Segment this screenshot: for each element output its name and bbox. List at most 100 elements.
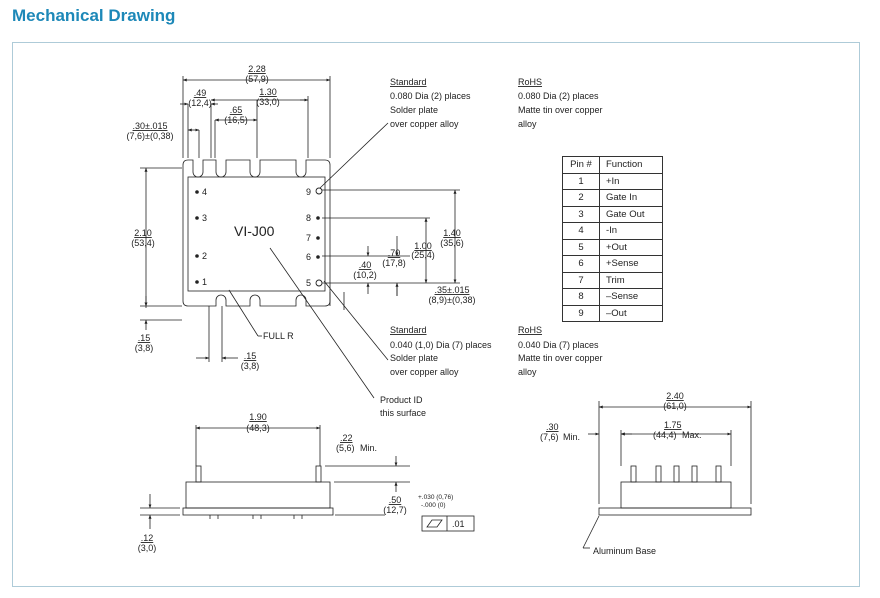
pin-label-3: 3 bbox=[202, 213, 207, 223]
drawing-frame bbox=[12, 42, 860, 587]
dim-end30-mm: (7,6) bbox=[540, 432, 559, 442]
pin-function: Gate Out bbox=[599, 205, 663, 223]
header-pin: Pin # bbox=[562, 156, 600, 174]
pin-number: 3 bbox=[562, 205, 600, 223]
pin-function: +Out bbox=[599, 238, 663, 256]
dim-30-mm: (7,6)±(0,38) bbox=[127, 131, 174, 141]
dim-175-mm: (44,4) bbox=[653, 430, 677, 440]
note-rohs-top-heading: RoHS bbox=[518, 77, 542, 87]
side-base bbox=[182, 507, 334, 516]
note-standard-bottom-line3: over copper alloy bbox=[390, 367, 459, 377]
table-row: 6+Sense bbox=[562, 255, 663, 273]
full-r-label: FULL R bbox=[263, 331, 294, 341]
dim-35-mm: (8,9)±(0,38) bbox=[429, 295, 476, 305]
pin-label-2: 2 bbox=[202, 251, 207, 261]
note-rohs-bottom-line3: alloy bbox=[518, 367, 537, 377]
module-label: VI-J00 bbox=[234, 223, 275, 239]
pin-dots bbox=[195, 190, 320, 284]
dim-240-mm: (61,0) bbox=[663, 401, 687, 411]
dim-22-mm: (5,6) bbox=[336, 443, 355, 453]
pin-label-5: 5 bbox=[306, 278, 311, 288]
pin-function: –Sense bbox=[599, 288, 663, 306]
dim-210-in: 2.10 bbox=[134, 228, 152, 238]
dim-65-in: .65 bbox=[230, 105, 243, 115]
pin-function: +Sense bbox=[599, 255, 663, 273]
dim-30-in: .30±.015 bbox=[133, 121, 168, 131]
dim-slot15-mm: (3,8) bbox=[241, 361, 260, 371]
note-rohs-top-line2: Matte tin over copper bbox=[518, 105, 603, 115]
side-body bbox=[185, 481, 331, 509]
note-standard-bottom-heading: Standard bbox=[390, 325, 427, 335]
dim-140-in: 1.40 bbox=[443, 228, 461, 238]
pin-function: Trim bbox=[599, 271, 663, 289]
dim-130-in: 1.30 bbox=[259, 87, 277, 97]
table-row: 5+Out bbox=[562, 238, 663, 256]
dim-overall-width-mm: (57,9) bbox=[245, 74, 269, 84]
pin-function: +In bbox=[599, 172, 663, 190]
note-standard-bottom-line2: Solder plate bbox=[390, 353, 438, 363]
dim-49-in: .49 bbox=[194, 88, 207, 98]
pin-label-7: 7 bbox=[306, 233, 311, 243]
dim-12-mm: (3,0) bbox=[138, 543, 157, 553]
pin-label-1: 1 bbox=[202, 277, 207, 287]
note-standard-top-heading: Standard bbox=[390, 77, 427, 87]
dim-40-mm: (10,2) bbox=[353, 270, 377, 280]
table-row: 1+In bbox=[562, 172, 663, 190]
note-standard-top-line2: Solder plate bbox=[390, 105, 438, 115]
tol-plus: +.030 (0,76) bbox=[418, 494, 453, 501]
dim-130-mm: (33,0) bbox=[256, 97, 280, 107]
dim-overall-width-in: 2.28 bbox=[248, 64, 266, 74]
dim-240-in: 2.40 bbox=[666, 391, 684, 401]
dim-bottom15-in: .15 bbox=[138, 333, 151, 343]
table-row: 4-In bbox=[562, 222, 663, 240]
dim-22-suffix: Min. bbox=[360, 443, 377, 453]
note-rohs-bottom-line2: Matte tin over copper bbox=[518, 353, 603, 363]
pin-label-6: 6 bbox=[306, 252, 311, 262]
tol-minus: -.000 (0) bbox=[421, 502, 446, 509]
dim-slot15-in: .15 bbox=[244, 351, 257, 361]
note-standard-bottom-line1: 0.040 (1,0) Dia (7) places bbox=[390, 340, 492, 350]
pin-number: 1 bbox=[562, 172, 600, 190]
table-header-row: Pin # Function bbox=[562, 156, 663, 174]
note-rohs-bottom-line1: 0.040 Dia (7) places bbox=[518, 340, 599, 350]
end-pin-4 bbox=[691, 465, 698, 483]
note-standard-top-line3: over copper alloy bbox=[390, 119, 459, 129]
pin-number: 4 bbox=[562, 222, 600, 240]
pin-function: –Out bbox=[599, 304, 663, 322]
header-function: Function bbox=[599, 156, 663, 174]
dim-70-mm: (17,8) bbox=[382, 258, 406, 268]
dim-140-mm: (35,6) bbox=[440, 238, 464, 248]
dim-190-mm: (48,3) bbox=[246, 423, 270, 433]
pin-number: 5 bbox=[562, 238, 600, 256]
pin-number: 6 bbox=[562, 255, 600, 273]
pin-number: 9 bbox=[562, 304, 600, 322]
pin-label-9: 9 bbox=[306, 187, 311, 197]
dim-35-in: .35±.015 bbox=[435, 285, 470, 295]
pin-number: 7 bbox=[562, 271, 600, 289]
note-rohs-top-line1: 0.080 Dia (2) places bbox=[518, 91, 599, 101]
note-standard-top-line1: 0.080 Dia (2) places bbox=[390, 91, 471, 101]
aluminum-base-label: Aluminum Base bbox=[593, 546, 656, 556]
dim-end30-in: .30 bbox=[546, 422, 559, 432]
page-title: Mechanical Drawing bbox=[12, 6, 176, 25]
table-row: 9–Out bbox=[562, 304, 663, 322]
dim-100-in: 1.00 bbox=[414, 241, 432, 251]
flatness-frame bbox=[421, 515, 475, 532]
end-base bbox=[598, 507, 752, 516]
end-pin-3 bbox=[673, 465, 680, 483]
pin-label-4: 4 bbox=[202, 187, 207, 197]
dim-50-in: .50 bbox=[389, 495, 402, 505]
end-pin-5 bbox=[715, 465, 722, 483]
pin-function: -In bbox=[599, 222, 663, 240]
dim-100-mm: (25,4) bbox=[411, 250, 435, 260]
note-rohs-bottom-heading: RoHS bbox=[518, 325, 542, 335]
end-body bbox=[620, 481, 732, 509]
dim-65-mm: (16,5) bbox=[224, 115, 248, 125]
dim-22-in: .22 bbox=[340, 433, 353, 443]
dim-175-suffix: Max. bbox=[682, 430, 702, 440]
note-rohs-top-line3: alloy bbox=[518, 119, 537, 129]
dim-12-in: .12 bbox=[141, 533, 154, 543]
product-id-line1: Product ID bbox=[380, 395, 423, 405]
